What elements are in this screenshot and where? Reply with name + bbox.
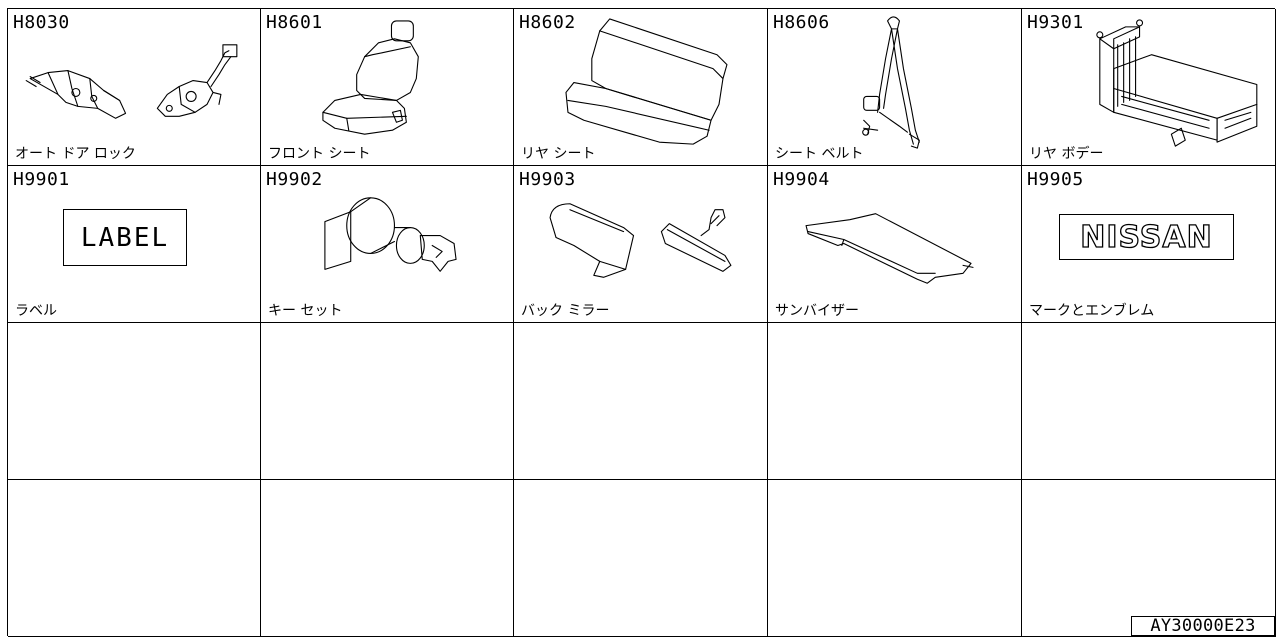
part-code: H9904 <box>773 169 830 190</box>
parts-grid: H8030 オート ドア ロック H8601 <box>7 8 1276 637</box>
part-name: リヤ ボデー <box>1029 146 1104 162</box>
sun-visor-icon <box>805 213 974 284</box>
empty-cell <box>261 323 514 480</box>
label-plate-icon: LABEL <box>63 209 187 266</box>
part-code: H8601 <box>266 12 323 33</box>
part-code: H8602 <box>519 12 576 33</box>
part-cell-label[interactable]: H9901 LABEL ラベル <box>8 166 261 323</box>
rear-seat-icon <box>565 18 728 145</box>
emblem-text: NISSAN <box>1080 219 1213 255</box>
part-cell-sun-visor[interactable]: H9904 サンバイザー <box>768 166 1022 323</box>
door-lock-actuator-icon <box>25 44 238 119</box>
diagram-id: AY30000E23 <box>1131 616 1275 636</box>
part-cell-emblem[interactable]: H9905 NISSAN マークとエンブレム <box>1022 166 1276 323</box>
label-plate-text: LABEL <box>80 222 170 253</box>
empty-cell <box>768 480 1022 637</box>
part-name: キー セット <box>268 303 343 319</box>
part-name: フロント シート <box>268 146 371 162</box>
part-cell-door-lock[interactable]: H8030 オート ドア ロック <box>8 9 261 166</box>
part-code: H9301 <box>1027 12 1084 33</box>
seat-belt-icon <box>862 16 920 149</box>
part-name: バック ミラー <box>521 303 610 319</box>
empty-cell <box>261 480 514 637</box>
part-code: H9905 <box>1027 169 1084 190</box>
empty-cell <box>514 323 768 480</box>
part-name: シート ベルト <box>775 146 864 162</box>
empty-cell <box>768 323 1022 480</box>
empty-cell <box>1022 480 1276 637</box>
part-code: H8030 <box>13 12 70 33</box>
empty-cell <box>8 480 261 637</box>
part-code: H9903 <box>519 169 576 190</box>
front-seat-icon <box>322 20 419 135</box>
part-name: マークとエンブレム <box>1029 303 1155 319</box>
emblem-icon: NISSAN <box>1059 214 1234 260</box>
mirror-icon <box>549 203 732 278</box>
part-cell-rear-seat[interactable]: H8602 リヤ シート <box>514 9 768 166</box>
part-name: サンバイザー <box>775 303 859 319</box>
key-cylinder-icon <box>324 197 457 272</box>
part-code: H9901 <box>13 169 70 190</box>
part-name: ラベル <box>15 303 57 319</box>
part-code: H8606 <box>773 12 830 33</box>
part-name: オート ドア ロック <box>15 146 136 162</box>
part-cell-rear-body[interactable]: H9301 リヤ ボデー <box>1022 9 1276 166</box>
part-cell-key-set[interactable]: H9902 キー セット <box>261 166 514 323</box>
truck-bed-icon <box>1096 19 1258 147</box>
part-cell-seat-belt[interactable]: H8606 シート ベルト <box>768 9 1022 166</box>
part-name: リヤ シート <box>521 146 596 162</box>
empty-cell <box>514 480 768 637</box>
part-code: H9902 <box>266 169 323 190</box>
part-cell-back-mirror[interactable]: H9903 バック ミラー <box>514 166 768 323</box>
empty-cell <box>1022 323 1276 480</box>
part-cell-front-seat[interactable]: H8601 フロント シート <box>261 9 514 166</box>
empty-cell <box>8 323 261 480</box>
